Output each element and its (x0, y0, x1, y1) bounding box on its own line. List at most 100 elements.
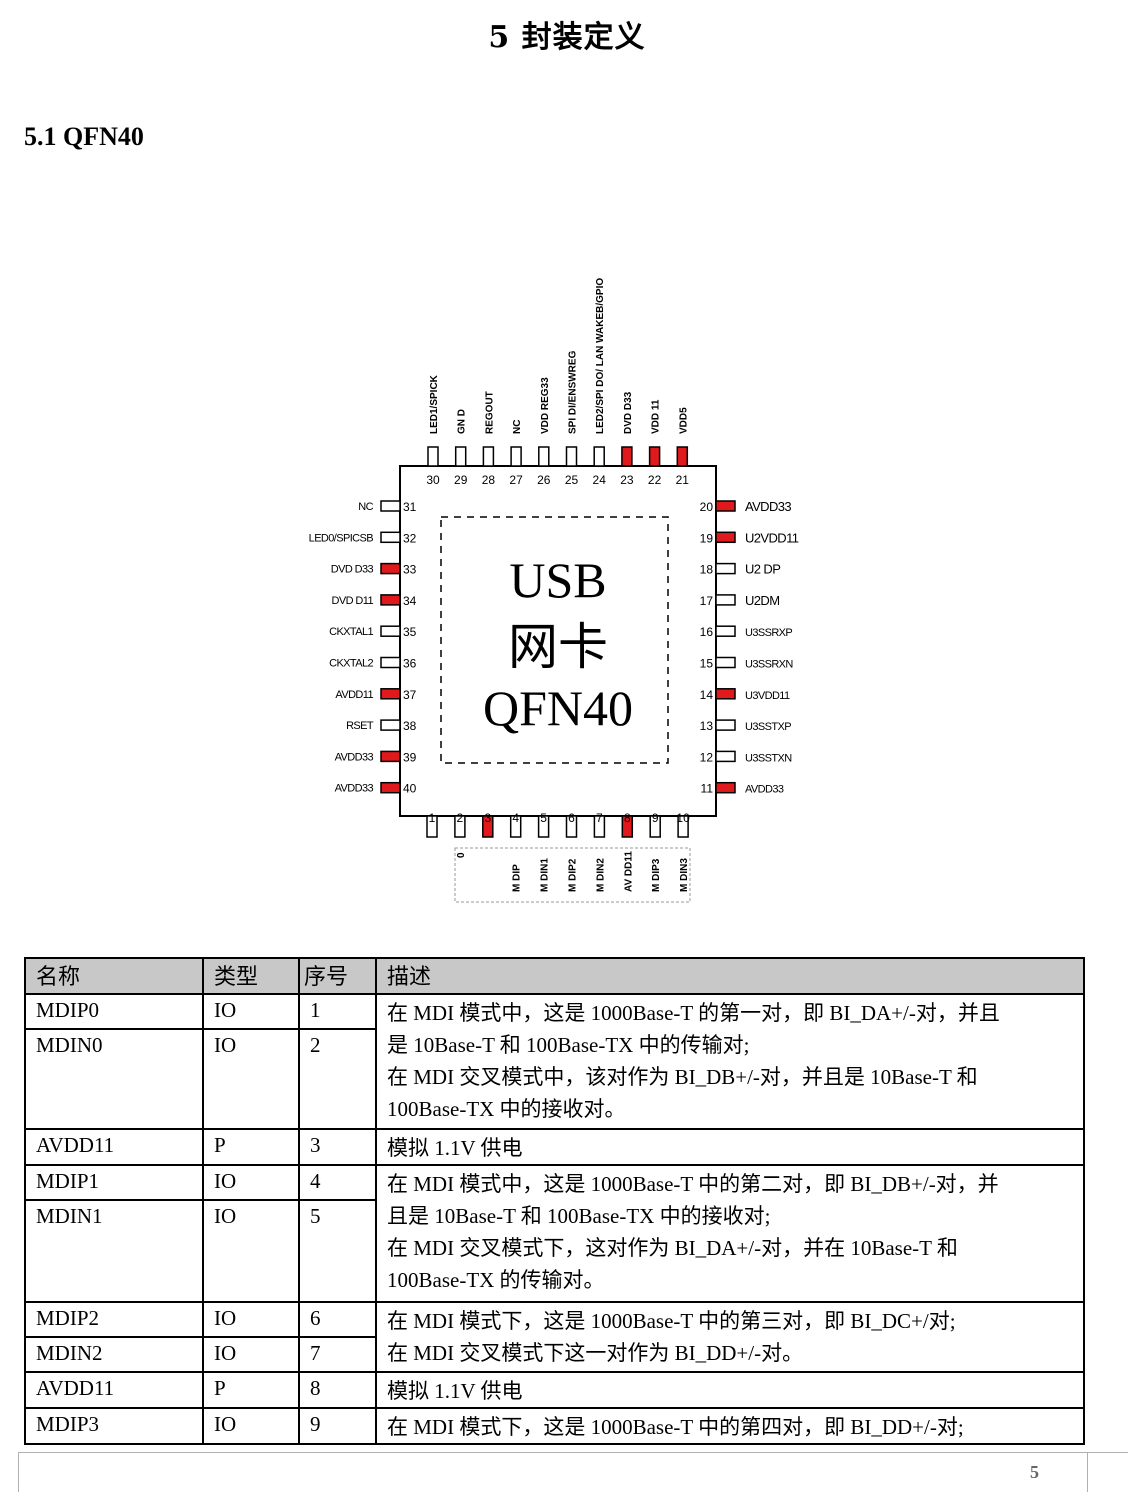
right-pin-number: 16 (700, 625, 714, 639)
cell-type: IO (202, 1407, 300, 1445)
top-pin-name: VDD 11 (651, 399, 662, 434)
top-pin-27 (510, 446, 522, 467)
left-pin-name: NC (358, 501, 373, 513)
right-pin-name: U2DM (745, 593, 779, 608)
left-pin-32 (380, 531, 401, 544)
left-pin-39 (380, 750, 401, 763)
cell-num: 7 (298, 1336, 377, 1373)
top-pin-number: 29 (454, 473, 468, 487)
header-type: 类型 (202, 957, 300, 995)
right-pin-name: U2 DP (745, 562, 780, 577)
desc-line: 在 MDI 模式中，这是 1000Base-T 中的第二对，即 BI_DB+/-… (387, 1172, 999, 1196)
bottom-pin-3 (482, 815, 494, 838)
cell-type: IO (202, 1199, 300, 1303)
table-row: MDIN2 IO 7 (24, 1336, 1084, 1373)
right-pin-name: U2VDD11 (745, 530, 799, 545)
table-row: MDIN1 IO 5 (24, 1199, 1084, 1303)
right-pin-20 (715, 500, 736, 512)
pin-table: 名称 类型 序号 描述 MDIP0 IO 1 在 MDI 模式中，这是 1000… (24, 957, 1085, 1445)
desc-line: 在 MDI 交叉模式下，这对作为 BI_DA+/-对，并在 10Base-T 和 (387, 1236, 958, 1260)
desc-line: 在 MDI 交叉模式下这一对作为 BI_DD+/-对。 (387, 1341, 804, 1365)
left-pin-number: 34 (403, 594, 417, 608)
left-pin-38 (380, 719, 401, 731)
top-pin-29 (454, 446, 467, 467)
desc-line: 模拟 1.1V 供电 (387, 1379, 523, 1403)
left-pin-37 (380, 688, 401, 700)
bottom-pin-name: 0 (456, 852, 467, 858)
left-pin-name: AVDD11 (335, 689, 373, 701)
left-pin-name: DVD D33 (331, 564, 374, 576)
table-row: MDIP0 IO 1 在 MDI 模式中，这是 1000Base-T 的第一对，… (24, 993, 1085, 1130)
package-label-line1: USB (509, 552, 606, 608)
right-pin-name: U3SSTXP (745, 721, 791, 733)
bottom-pin-name: M DIN1 (540, 858, 551, 892)
cell-type: P (202, 1128, 300, 1166)
bottom-pin-number: 9 (652, 811, 659, 825)
right-pin-13 (715, 719, 736, 731)
left-pin-33 (380, 562, 401, 575)
desc-line: 是 10Base-T 和 100Base-TX 中的传输对; (387, 1033, 750, 1057)
cell-name: AVDD11 (24, 1128, 204, 1166)
table-row: AVDD11 P 8 模拟 1.1V 供电 (24, 1371, 1085, 1409)
right-pin-number: 12 (700, 750, 714, 764)
left-pin-number: 40 (403, 782, 417, 796)
top-pin-24 (593, 446, 605, 467)
right-pin-17 (715, 594, 736, 606)
table-row: MDIN0 IO 2 (24, 1028, 1084, 1130)
cell-type: IO (202, 1164, 300, 1201)
bottom-pin-number: 8 (624, 811, 631, 825)
bottom-pin-name: AV DD11 (623, 851, 634, 892)
top-pin-26 (538, 446, 550, 467)
right-pin-number: 13 (700, 719, 714, 733)
left-pin-36 (380, 656, 401, 669)
right-pin-12 (715, 750, 736, 763)
top-pin-name: VDD REG33 (540, 377, 551, 434)
top-pin-name: LED1/SPICK (429, 374, 440, 434)
cell-desc: 在 MDI 模式下，这是 1000Base-T 中的第四对，即 BI_DD+/-… (375, 1407, 1085, 1445)
cell-desc: 在 MDI 模式中，这是 1000Base-T 中的第二对，即 BI_DB+/-… (375, 1164, 1085, 1303)
top-pin-25 (565, 446, 578, 467)
top-pin-name: GN D (457, 409, 468, 434)
right-pin-number: 19 (700, 531, 714, 545)
page-number: 5 (1030, 1462, 1039, 1482)
bottom-pin-name: M DIP2 (568, 858, 579, 892)
table-row: MDIP3 IO 9 在 MDI 模式下，这是 1000Base-T 中的第四对… (24, 1407, 1085, 1445)
bottom-pin-7 (593, 815, 606, 838)
cell-num: 5 (298, 1199, 377, 1303)
bottom-pin-number: 4 (512, 811, 519, 825)
bottom-pin-8 (621, 815, 634, 838)
top-pin-28 (482, 446, 495, 467)
top-pin-number: 27 (509, 473, 523, 487)
cell-num: 6 (298, 1301, 377, 1338)
cell-type: IO (202, 1301, 300, 1338)
right-pin-number: 18 (700, 563, 714, 577)
cell-desc: 在 MDI 模式下，这是 1000Base-T 中的第三对，即 BI_DC+/对… (375, 1301, 1085, 1373)
bottom-pin-6 (565, 815, 578, 838)
bottom-pin-number: 3 (484, 811, 491, 825)
top-pin-number: 28 (482, 473, 496, 487)
right-pin-11 (715, 781, 736, 794)
table-row: MDIP2 IO 6 在 MDI 模式下，这是 1000Base-T 中的第三对… (24, 1301, 1085, 1373)
bottom-pin-4 (509, 815, 522, 838)
bottom-pin-name: M DIN2 (595, 858, 606, 892)
desc-line: 100Base-TX 中的接收对。 (387, 1097, 626, 1121)
right-pin-name: U3SSRXN (745, 659, 793, 671)
right-pin-16 (715, 625, 736, 637)
right-pin-18 (715, 562, 736, 575)
cell-num: 9 (298, 1407, 377, 1445)
top-pin-name: SPI DI/ENSWREG (568, 350, 579, 434)
right-pin-15 (715, 656, 736, 669)
left-pin-number: 38 (403, 719, 417, 733)
bottom-pin-5 (537, 815, 550, 838)
left-pin-name: AVDD33 (335, 783, 374, 795)
left-pin-number: 36 (403, 657, 417, 671)
left-pin-name: DVD D11 (332, 595, 374, 607)
right-pin-number: 14 (700, 688, 714, 702)
bottom-pin-name: M DIP3 (651, 858, 662, 892)
top-pin-number: 26 (537, 473, 551, 487)
left-pin-34 (380, 594, 401, 606)
bottom-pin-number: 5 (540, 811, 547, 825)
cell-num: 3 (298, 1128, 377, 1166)
cell-type: P (202, 1371, 300, 1409)
